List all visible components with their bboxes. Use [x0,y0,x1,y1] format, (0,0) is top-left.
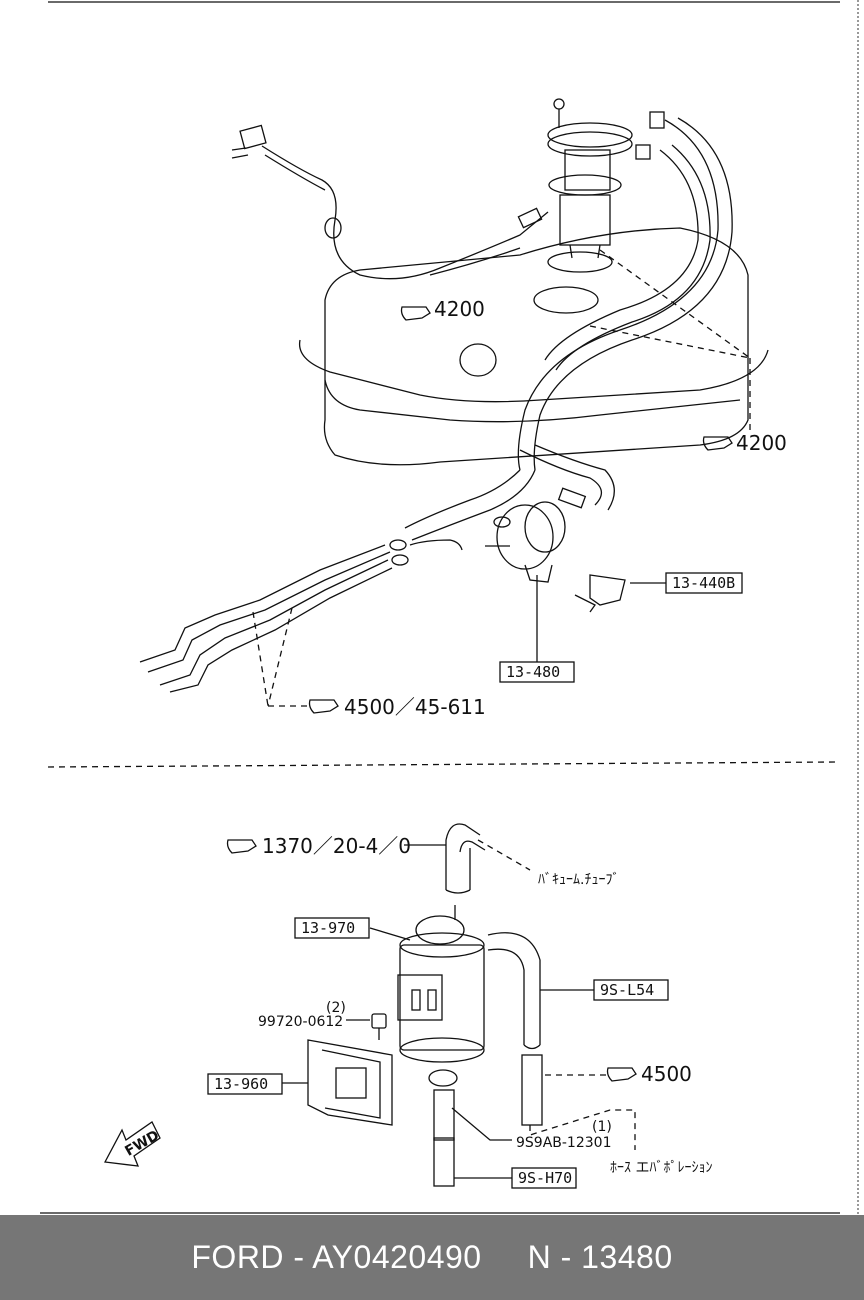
part-filter-box[interactable]: 13-480 [499,661,575,683]
leader-tank-2 [589,325,751,359]
ref-vacuum-text: 1370／20-4／0 [262,834,411,858]
vacuum-hose [445,823,486,894]
leader-lines-1 [252,611,269,707]
part-bracket-box[interactable]: 13-440B [665,572,743,594]
leader-canister [369,927,411,941]
fuel-lines [139,539,510,693]
part-canister-text: 13-970 [301,919,355,937]
fuel-tank [298,227,769,466]
leader-evap-hose [529,1109,636,1150]
section-divider [47,761,837,768]
ref-lines[interactable]: 4500／45-611 [308,695,486,719]
bottom-hose [428,1069,458,1187]
leader-tank-1 [599,249,751,359]
ref-4500[interactable]: 4500 [606,1062,692,1086]
part-bracket-text: 13-440B [672,574,735,592]
part-bracket-lower-text: 13-960 [214,1075,268,1093]
part-filter-text: 13-480 [506,663,560,681]
fuel-hoses-to-tank [404,117,733,541]
pointing-hand-icon [400,306,431,321]
ref-vacuum[interactable]: 1370／20-4／0 [226,834,412,858]
highlight-box [499,661,575,683]
canister-bracket [307,1039,393,1126]
ref-tank-left-text: 4200 [434,297,485,321]
ref-tank-right[interactable]: 4200 [702,431,787,455]
fuel-filter [493,501,566,583]
part-hose-top-box[interactable]: 9S-L54 [593,979,669,1001]
footer-bar: FORD - AY0420490 N - 13480 [0,1215,864,1300]
footer-part-number: FORD - AY0420490 [191,1239,482,1275]
evap-hose-label: ﾎｰｽ エﾊﾞﾎﾟﾚｰｼｮﾝ [610,1160,712,1176]
clip-qty: (1) [592,1119,612,1135]
part-canister-box[interactable]: 13-970 [294,917,370,939]
bolt-qty: (2) [326,1000,346,1016]
pointing-hand-icon [308,699,339,714]
canister-hose [487,932,543,1126]
fwd-arrow: FWD [103,1121,162,1167]
footer-reference: N - 13480 [527,1239,673,1275]
pointing-hand-icon [606,1067,637,1082]
vacuum-tube-label: ﾊﾞｷｭｰﾑ.ﾁｭｰﾌﾞ [538,872,619,888]
ref-lines-text: 4500／45-611 [344,695,486,719]
pointing-hand-icon [226,839,257,854]
fuel-pump-assembly [547,98,665,259]
leader-vacuum-tube [477,839,531,871]
bolt [371,1013,387,1040]
leader-lines-2 [267,607,293,707]
wiring-harness [231,124,549,280]
part-hose-bottom-text: 9S-H70 [518,1169,572,1187]
canister [397,905,485,1063]
filter-bracket-part [574,574,626,613]
ref-tank-left[interactable]: 4200 [400,297,485,321]
parts-diagram: 4200 4200 4500／45-611 13-440B 13-480 [40,0,859,1215]
part-hose-bottom-box[interactable]: 9S-H70 [511,1167,577,1189]
part-bracket-lower-box[interactable]: 13-960 [207,1073,283,1095]
fwd-text: FWD [122,1127,162,1159]
clip-number: 9S9AB-12301 [516,1135,611,1151]
leader-clip [451,1107,512,1141]
bolt-number: 99720-0612 [258,1014,343,1030]
pointing-hand-icon [702,436,733,451]
part-hose-top-text: 9S-L54 [600,981,654,999]
ref-4500-text: 4500 [641,1062,692,1086]
ref-tank-right-text: 4200 [736,431,787,455]
